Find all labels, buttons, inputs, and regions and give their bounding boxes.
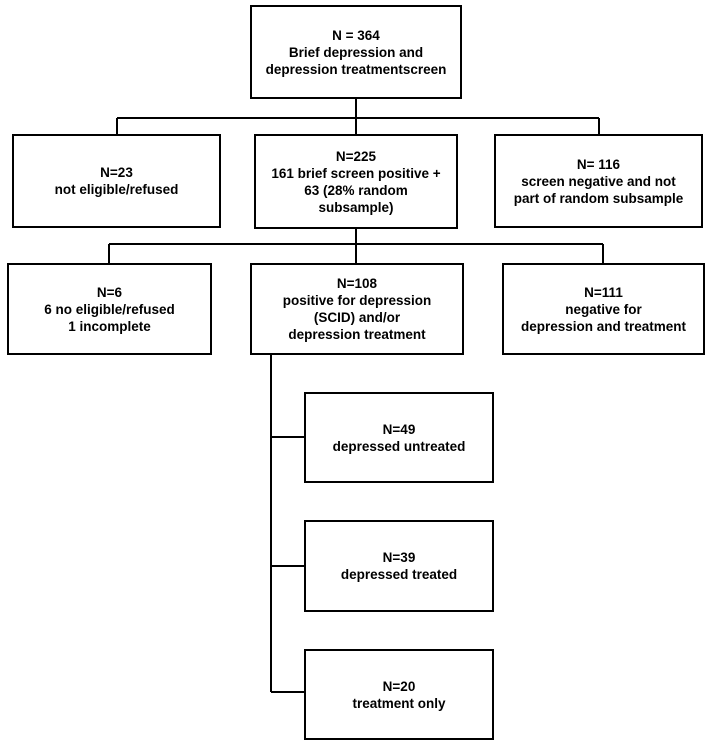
box-positive-depression-line-3: (SCID) and/or: [313, 310, 401, 325]
box-depressed-untreated-line-1: N=49: [382, 421, 416, 437]
box-no-eligible-line-1: N=6: [96, 284, 123, 300]
box-positive-depression-line-4: depression treatment: [288, 327, 426, 342]
root-line-2: Brief depression and: [288, 44, 424, 60]
box-no-eligible-line-3: 1 incomplete: [68, 318, 151, 334]
root-line-1: N = 364: [332, 27, 380, 43]
box-treatment-only-line-2: treatment only: [352, 695, 446, 711]
box-screen-positive: N=225 161 brief screen positive + 63 (28…: [254, 134, 458, 229]
root-box: N = 364 Brief depression and depression …: [250, 5, 462, 99]
box-treatment-only: N=20 treatment only: [304, 649, 494, 740]
box-negative-depression: N=111 negative for depression and treatm…: [502, 263, 705, 355]
box-screen-negative-line-1: N= 116: [576, 156, 621, 172]
box-treatment-only-line-1: N=20: [382, 678, 416, 694]
box-negative-depression-line-3: depression and treatment: [520, 318, 687, 334]
box-screen-negative-line-2: screen negative and not: [521, 173, 676, 189]
box-screen-positive-line-1: N=225: [335, 148, 377, 164]
box-depressed-untreated: N=49 depressed untreated: [304, 392, 494, 483]
box-negative-depression-line-1: N=111: [584, 284, 623, 300]
box-not-eligible-line-2: not eligible/refused: [54, 182, 179, 197]
box-not-eligible: N=23 not eligible/refused: [12, 134, 221, 228]
box-depressed-treated-line-1: N=39: [382, 550, 416, 565]
box-not-eligible-line-1: N=23: [100, 165, 133, 180]
box-screen-negative-line-3: part of random subsample: [513, 190, 684, 206]
box-negative-depression-line-2: negative for: [565, 301, 642, 317]
box-depressed-treated: N=39 depressed treated: [304, 520, 494, 612]
box-depressed-treated-line-2: depressed treated: [340, 567, 458, 582]
box-positive-depression: N=108 positive for depression (SCID) and…: [250, 263, 464, 355]
root-line-3: depression treatmentscreen: [265, 61, 447, 77]
box-screen-positive-line-2: 161 brief screen positive +: [271, 165, 441, 181]
box-no-eligible: N=6 6 no eligible/refused 1 incomplete: [7, 263, 212, 355]
box-screen-positive-line-4: subsample): [318, 199, 394, 215]
box-screen-positive-line-3: 63 (28% random: [304, 182, 408, 198]
box-screen-negative: N= 116 screen negative and not part of r…: [494, 134, 703, 228]
box-no-eligible-line-2: 6 no eligible/refused: [44, 301, 175, 317]
box-positive-depression-line-1: N=108: [336, 276, 378, 291]
box-depressed-untreated-line-2: depressed untreated: [332, 438, 466, 454]
box-positive-depression-line-2: positive for depression: [282, 293, 432, 308]
